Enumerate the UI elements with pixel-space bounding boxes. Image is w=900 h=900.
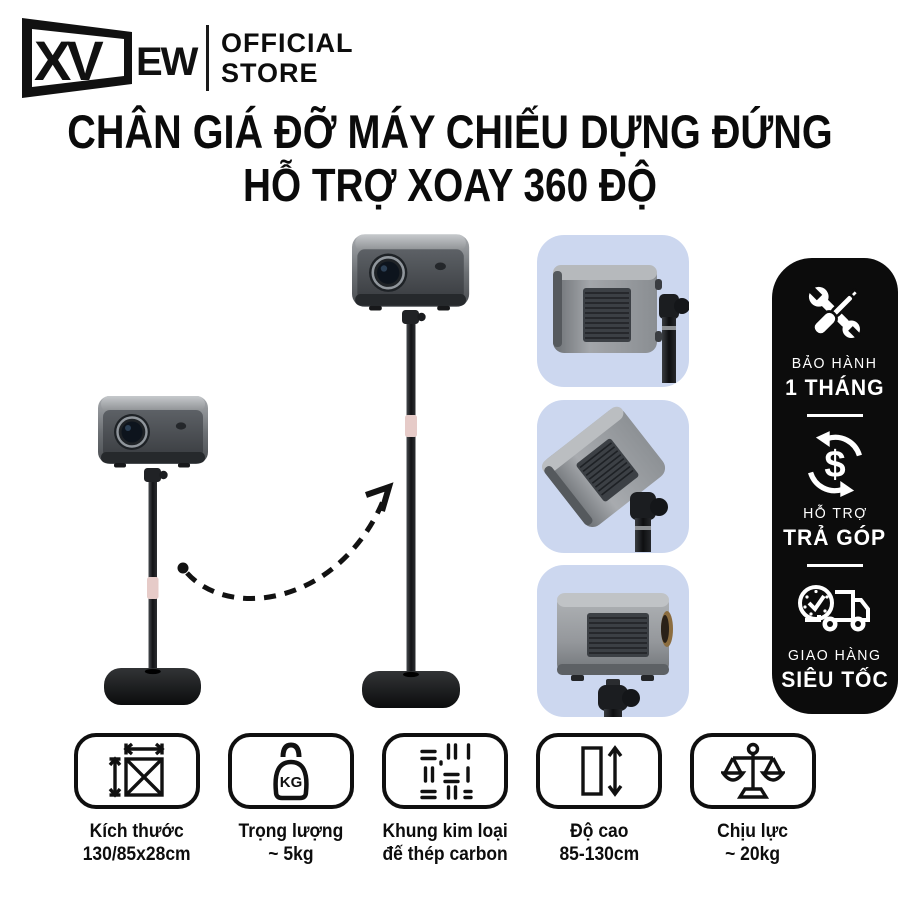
carbon-weave-icon xyxy=(382,733,508,809)
ribbon-warranty-value: 1 THÁNG xyxy=(785,375,885,400)
title-line1: CHÂN GIÁ ĐỠ MÁY CHIẾU DỰNG ĐỨNG xyxy=(67,104,833,159)
ribbon-installment-label: HỖ TRỢ xyxy=(802,505,868,522)
ribbon-delivery-label: GIAO HÀNG xyxy=(788,647,882,664)
svg-text:$: $ xyxy=(824,443,845,486)
feature-dimensions: Kích thước 130/85x28cm xyxy=(64,733,210,866)
ribbon-divider xyxy=(807,564,863,567)
tall-stand xyxy=(350,233,471,708)
ribbon-item-delivery: GIAO HÀNG SIÊU TỐC xyxy=(779,580,891,693)
logo-suffix-text: EW xyxy=(136,40,199,84)
tools-icon xyxy=(800,278,870,348)
xview-logo-icon: XV EW xyxy=(22,18,200,98)
kg-text: KG xyxy=(280,774,303,791)
store-line1: OFFICIAL xyxy=(221,28,354,58)
ribbon-item-installment: $ HỖ TRỢ TRẢ GÓP xyxy=(781,430,888,551)
feature-height: Độ cao 85-130cm xyxy=(526,733,672,866)
brand-store-text: OFFICIAL STORE xyxy=(221,28,353,88)
weight-kg-icon: KG xyxy=(228,733,354,809)
page-title: CHÂN GIÁ ĐỠ MÁY CHIẾU DỰNG ĐỨNG HỖ TRỢ X… xyxy=(0,104,900,212)
ribbon-delivery-value: SIÊU TỐC xyxy=(781,667,889,692)
delivery-truck-icon xyxy=(797,580,873,640)
logo-mark-text: XV xyxy=(34,29,103,92)
feature-load: Chịu lực ~ 20kg xyxy=(680,733,826,866)
feature-height-label: Độ cao 85-130cm xyxy=(559,821,639,865)
detail-panel-tilt-view xyxy=(537,400,689,553)
store-line2: STORE xyxy=(221,58,319,88)
title-line2: HỖ TRỢ XOAY 360 ĐỘ xyxy=(243,159,657,212)
feature-frame: Khung kim loại đế thép carbon xyxy=(372,733,518,866)
projector-back-mount-icon xyxy=(557,593,673,717)
dimensions-icon xyxy=(74,733,200,809)
feature-row: Kích thước 130/85x28cm KG Trọng lượng ~ … xyxy=(64,733,826,866)
short-stand xyxy=(96,394,210,705)
service-ribbon: BẢO HÀNH 1 THÁNG $ HỖ TRỢ TRẢ GÓP xyxy=(772,258,898,714)
projector-side-mount-icon xyxy=(553,265,689,383)
ribbon-warranty-label: BẢO HÀNH xyxy=(792,355,878,372)
detail-panel-back-view xyxy=(537,565,689,717)
ribbon-item-warranty: BẢO HÀNH 1 THÁNG xyxy=(783,278,887,401)
brand-divider xyxy=(206,25,209,91)
projector-tilted-mount-icon xyxy=(541,406,668,552)
ribbon-installment-value: TRẢ GÓP xyxy=(783,525,887,550)
height-icon xyxy=(536,733,662,809)
feature-load-label: Chịu lực ~ 20kg xyxy=(717,821,789,865)
scale-icon xyxy=(690,733,816,809)
feature-weight: KG Trọng lượng ~ 5kg xyxy=(218,733,364,866)
feature-weight-label: Trọng lượng ~ 5kg xyxy=(238,821,344,865)
dollar-cycle-icon: $ xyxy=(801,430,869,498)
feature-frame-label: Khung kim loại đế thép carbon xyxy=(382,821,508,865)
feature-dimensions-label: Kích thước 130/85x28cm xyxy=(83,821,191,865)
lift-arrow-icon xyxy=(177,482,394,601)
detail-panel-side-view xyxy=(537,235,689,387)
brand-header: XV EW OFFICIAL STORE xyxy=(22,16,353,100)
projector-stands-image xyxy=(96,233,471,708)
ribbon-divider xyxy=(807,414,863,417)
